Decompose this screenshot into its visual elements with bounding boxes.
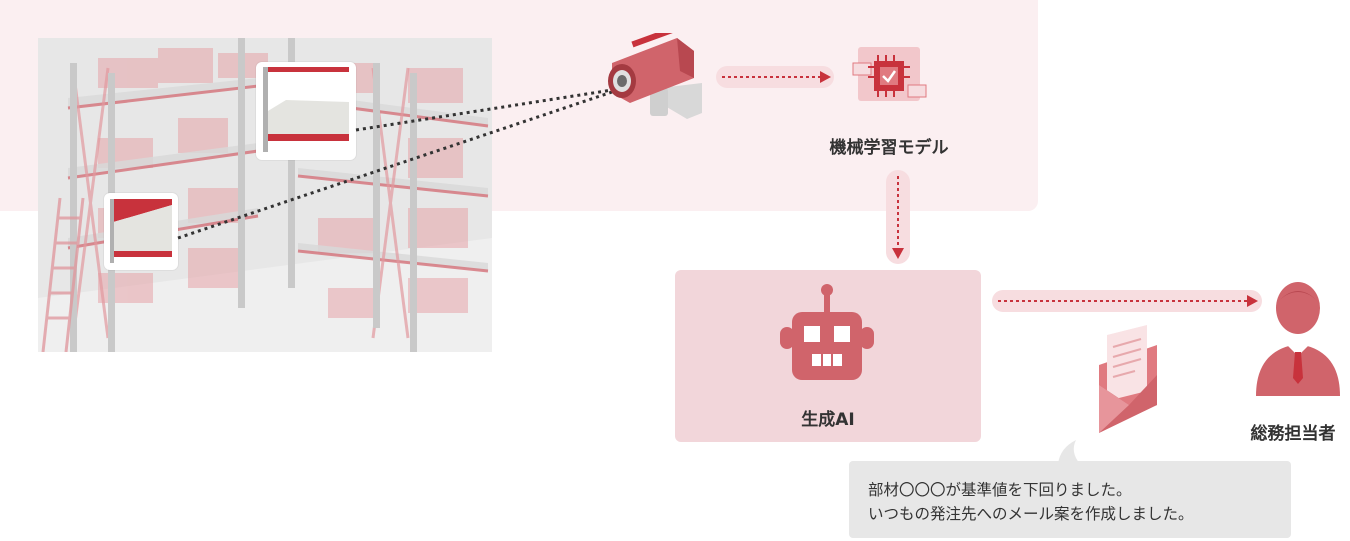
ml-chip-icon <box>848 35 928 115</box>
speech-bubble-text: 部材〇〇〇が基準値を下回りました。 いつもの発注先へのメール案を作成しました。 <box>868 478 1194 526</box>
ml-model-label: 機械学習モデル <box>829 138 949 158</box>
mail-icon <box>1095 325 1163 435</box>
robot-icon <box>778 282 878 392</box>
arrow-camera-to-model <box>716 66 834 88</box>
arrow-model-to-ai <box>886 170 910 264</box>
message-line-2: いつもの発注先へのメール案を作成しました。 <box>868 505 1194 523</box>
speech-bubble-tail <box>1058 440 1080 464</box>
zoom-box-shelf-lower <box>104 193 178 270</box>
business-person-icon <box>1252 278 1344 406</box>
speech-bubble <box>849 461 1291 538</box>
message-line-1: 部材〇〇〇が基準値を下回りました。 <box>868 481 1132 499</box>
arrow-ai-to-manager <box>992 290 1262 312</box>
generative-ai-label: 生成AI <box>801 410 855 430</box>
manager-label: 総務担当者 <box>1250 424 1336 444</box>
zoom-box-shelf-upper <box>256 62 356 160</box>
security-camera-icon <box>602 21 712 123</box>
